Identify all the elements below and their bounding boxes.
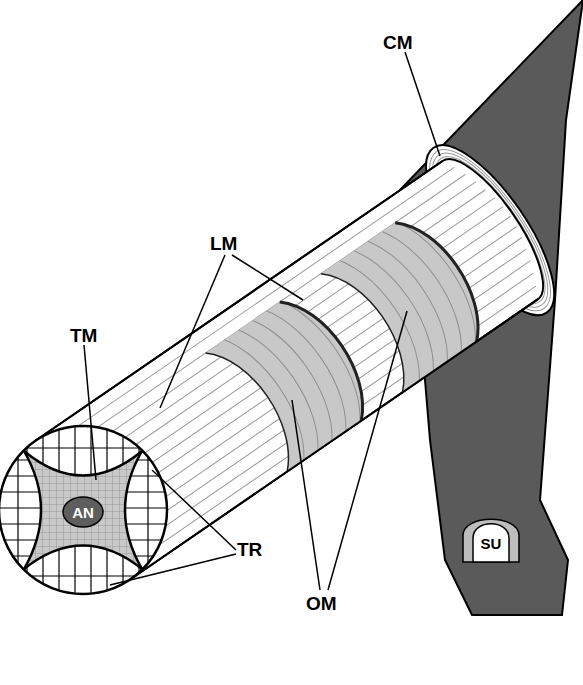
node-label: SU: [481, 536, 502, 551]
node-label: AN: [72, 505, 94, 520]
leader-lines: [84, 52, 440, 590]
sucker-inner: [473, 524, 509, 562]
transverse-muscle: [24, 451, 142, 569]
oblique-window: [321, 208, 498, 393]
part-label: TR: [237, 540, 262, 559]
sucker-node: SU: [461, 512, 521, 564]
anus-node: AN: [62, 496, 104, 528]
anus-outline: [63, 497, 103, 527]
part-label: CM: [383, 33, 413, 52]
part-label: OM: [306, 594, 337, 613]
part-label: LM: [210, 234, 237, 253]
cross-section: [0, 420, 170, 600]
sucker-outer: [463, 519, 519, 562]
part-label: TM: [70, 326, 97, 345]
oblique-window: [206, 287, 383, 472]
